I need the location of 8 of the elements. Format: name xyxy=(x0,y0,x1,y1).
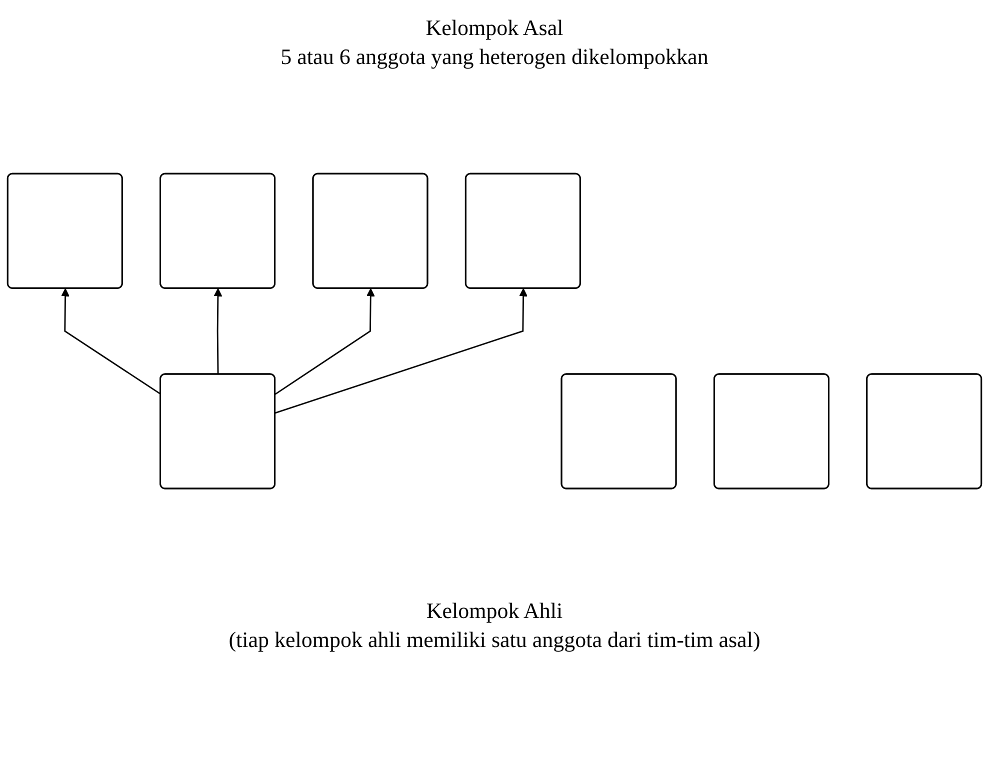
group-heading: Kelompok Ahli xyxy=(425,597,564,626)
arrow xyxy=(274,288,375,395)
arrow xyxy=(214,288,222,375)
group-heading: Kelompok Asal xyxy=(424,14,564,42)
group-description: (tiap kelompok ahli memiliki satu anggota dari tim-tim asal) xyxy=(228,626,762,654)
arrow xyxy=(275,288,528,414)
arrow xyxy=(61,288,162,395)
group-description: 5 atau 6 anggota yang heterogen dikelompokkan xyxy=(280,42,710,71)
